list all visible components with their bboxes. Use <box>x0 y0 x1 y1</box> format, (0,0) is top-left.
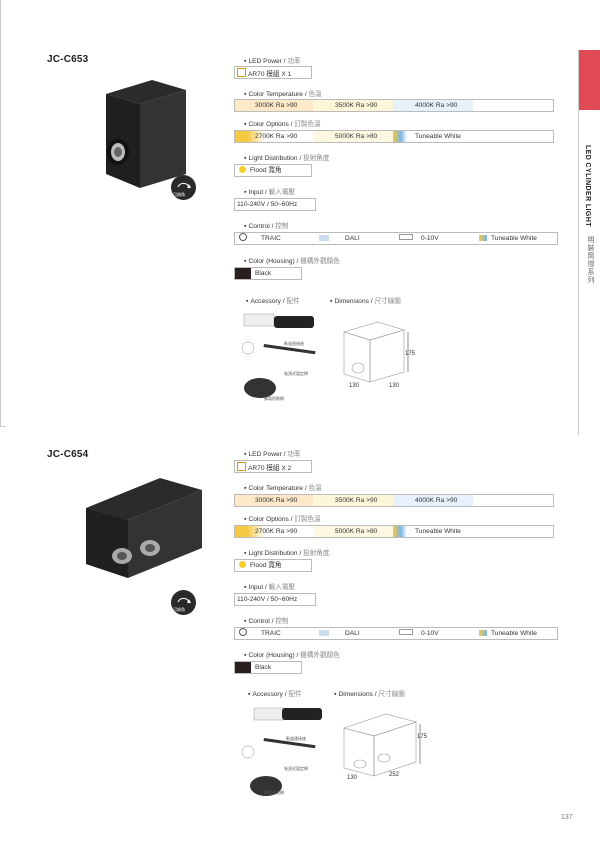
acc-item-2: 吸頂式固定桿 <box>284 766 308 771</box>
adjustable-angle-badge: 可調角 <box>171 590 196 615</box>
cct-4000: 4000K Ra >90 <box>393 100 473 111</box>
dim-width: 130 <box>347 775 358 781</box>
control-box: TRAIC DALI 0-10V Tuneable White <box>234 627 558 640</box>
housing-box: Black <box>234 267 302 280</box>
housing-box: Black <box>234 661 302 674</box>
distribution-box: Flood 寬角 <box>234 559 312 572</box>
black-swatch <box>235 662 251 673</box>
led-power-label: ▪LED Power / 功率 <box>244 451 301 458</box>
product-photo <box>86 478 202 578</box>
cct-4000: 4000K Ra >90 <box>393 495 473 506</box>
module-icon <box>237 68 246 77</box>
tuneable-control-option: Tuneable White <box>479 233 537 244</box>
category-title-cn: 明裝筒燈系列 <box>587 236 594 284</box>
input-box: 110-240V / 50~60Hz <box>234 593 316 606</box>
color-options-label: ▪Color Options / 訂製色溫 <box>244 516 321 523</box>
section-divider <box>0 426 6 427</box>
input-box: 110-240V / 50~60Hz <box>234 198 316 211</box>
control-label: ▪Control / 控制 <box>244 223 289 230</box>
dimension-drawing <box>342 321 409 383</box>
model-number: JC-C654 <box>47 449 89 460</box>
led-power-label: ▪LED Power / 功率 <box>244 58 301 65</box>
dimmer-icon <box>399 234 413 240</box>
dim-height: 175 <box>417 734 428 740</box>
cct-box: 3000K Ra >90 3500K Ra >90 4000K Ra >90 <box>234 494 554 507</box>
model-number: JC-C653 <box>47 54 89 65</box>
cct-3500: 3500K Ra >90 <box>313 100 393 111</box>
0-10v-option: 0-10V <box>399 628 439 639</box>
distribution-label: ▪Light Distribution / 投射角度 <box>244 550 330 557</box>
dali-icon <box>319 235 329 241</box>
color-options-box: 2700K Ra >90 5000K Ra >80 Tuneable White <box>234 525 554 538</box>
dial-icon <box>239 233 247 241</box>
product-photo <box>106 80 186 188</box>
dimension-drawing <box>342 713 421 777</box>
dim-depth: 252 <box>389 772 400 778</box>
dim-depth: 130 <box>389 383 400 389</box>
sidebar-divider <box>578 50 579 435</box>
color-tuneable: Tuneable White <box>393 526 473 537</box>
dali-icon <box>319 630 329 636</box>
housing-label: ▪Color (Housing) / 機構外觀顏色 <box>244 258 340 265</box>
adjustable-angle-badge: 可調角 <box>171 175 196 200</box>
led-power-box: AR70 模組 X 1 <box>234 66 312 79</box>
control-label: ▪Control / 控制 <box>244 618 289 625</box>
cct-3500: 3500K Ra >90 <box>313 495 393 506</box>
dimensions-label: ▪Dimensions / 尺寸線圖 <box>330 298 401 305</box>
cct-box: 3000K Ra >90 3500K Ra >90 4000K Ra >90 <box>234 99 554 112</box>
color-2700: 2700K Ra >90 <box>235 131 313 142</box>
flood-icon <box>239 166 246 173</box>
rotate-icon <box>177 597 191 603</box>
dimensions-label: ▪Dimensions / 尺寸線圖 <box>334 691 405 698</box>
dim-height: 175 <box>405 351 416 357</box>
category-tab <box>578 50 600 110</box>
distribution-label: ▪Light Distribution / 投射角度 <box>244 155 330 162</box>
triac-option: TRAIC <box>239 233 281 244</box>
dali-option: DALI <box>319 628 360 639</box>
accessory-label: ▪Accessory / 配件 <box>246 298 300 305</box>
tuneable-icon <box>479 630 487 636</box>
category-title: LED CYLINDER LIGHT <box>584 145 591 227</box>
tuneable-control-option: Tuneable White <box>479 628 537 639</box>
acc-item-1: 軌道連接座 <box>286 736 306 741</box>
acc-item-3: 蜂窩防眩網 <box>264 790 284 795</box>
rotate-icon <box>177 182 191 188</box>
input-label: ▪Input / 輸入電壓 <box>244 584 296 591</box>
color-options-box: 2700K Ra >90 5000K Ra >80 Tuneable White <box>234 130 554 143</box>
triac-option: TRAIC <box>239 628 281 639</box>
left-margin-line <box>0 0 1 426</box>
acc-item-2: 吸頂式固定桿 <box>284 371 308 376</box>
accessory-images <box>241 707 322 796</box>
led-power-box: AR70 模組 X 2 <box>234 460 312 473</box>
color-5000: 5000K Ra >80 <box>313 131 393 142</box>
cct-label: ▪Color Temperature / 色溫 <box>244 485 322 492</box>
color-tuneable: Tuneable White <box>393 131 473 142</box>
dial-icon <box>239 628 247 636</box>
distribution-box: Flood 寬角 <box>234 164 312 177</box>
module-icon <box>237 462 246 471</box>
color-options-label: ▪Color Options / 訂製色溫 <box>244 121 321 128</box>
color-2700: 2700K Ra >90 <box>235 526 313 537</box>
accessory-images <box>241 313 316 398</box>
cct-label: ▪Color Temperature / 色溫 <box>244 91 322 98</box>
page-number: 137 <box>561 814 573 821</box>
acc-item-1: 軌道連接座 <box>284 341 304 346</box>
dim-width: 130 <box>349 383 360 389</box>
accessory-label: ▪Accessory / 配件 <box>248 691 302 698</box>
acc-item-3: 蜂窩防眩網 <box>264 396 284 401</box>
dimmer-icon <box>399 629 413 635</box>
color-5000: 5000K Ra >80 <box>313 526 393 537</box>
dali-option: DALI <box>319 233 360 244</box>
flood-icon <box>239 561 246 568</box>
control-box: TRAIC DALI 0-10V Tuneable White <box>234 232 558 245</box>
cct-3000: 3000K Ra >90 <box>235 495 313 506</box>
input-label: ▪Input / 輸入電壓 <box>244 189 296 196</box>
housing-label: ▪Color (Housing) / 機構外觀顏色 <box>244 652 340 659</box>
tuneable-icon <box>479 235 487 241</box>
0-10v-option: 0-10V <box>399 233 439 244</box>
cct-3000: 3000K Ra >90 <box>235 100 313 111</box>
black-swatch <box>235 268 251 279</box>
